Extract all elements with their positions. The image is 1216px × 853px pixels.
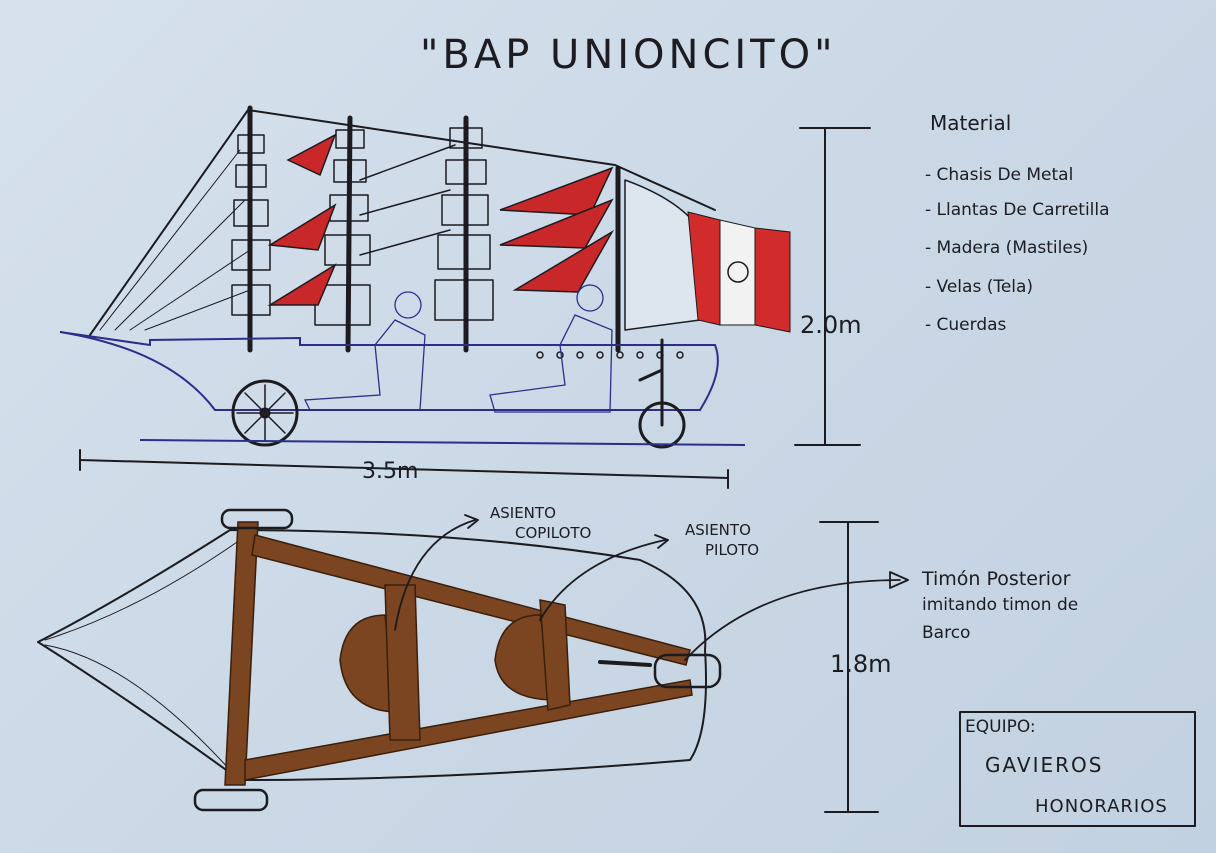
- material-item: - Madera (Mastiles): [925, 238, 1088, 258]
- rudder-label: imitando timon de: [922, 595, 1078, 615]
- length-dimension: 3.5m: [362, 459, 418, 484]
- material-item: - Velas (Tela): [925, 277, 1033, 297]
- material-item: - Cuerdas: [925, 315, 1007, 335]
- dimension-lines: [79, 127, 879, 813]
- pilot-seat-label: PILOTO: [705, 541, 759, 559]
- hull: [59, 331, 719, 411]
- materials-list: Material - Chasis De Metal - Llantas De …: [925, 111, 1110, 335]
- pilot-seat-label: ASIENTO: [685, 521, 751, 539]
- material-item: - Chasis De Metal: [925, 165, 1073, 185]
- rudder-label: Timón Posterior: [921, 568, 1071, 590]
- team-heading: EQUIPO:: [965, 717, 1036, 737]
- wheels: [231, 338, 686, 449]
- material-item: - Llantas De Carretilla: [925, 200, 1110, 220]
- copilot-seat-label: ASIENTO: [490, 504, 556, 522]
- ship-top-view: [37, 508, 722, 812]
- red-sails: [267, 133, 615, 306]
- seated-figures: [303, 284, 613, 413]
- copilot-seat-label: COPILOTO: [515, 524, 591, 542]
- annotation-arrows: [394, 514, 909, 661]
- width-dimension: 1.8m: [830, 650, 892, 678]
- rudder-label: Barco: [922, 623, 970, 643]
- height-dimension: 2.0m: [800, 311, 862, 339]
- top-view-wheels: [193, 508, 722, 812]
- team-name-line1: GAVIEROS: [985, 753, 1103, 777]
- team-name-line2: HONORARIOS: [1035, 796, 1168, 817]
- sketch-title: "BAP UNIONCITO": [420, 32, 836, 78]
- mast-2: [345, 115, 353, 353]
- team-box: EQUIPO: GAVIEROS HONORARIOS: [959, 711, 1196, 827]
- ship-side-view: [59, 105, 791, 449]
- materials-heading: Material: [930, 111, 1011, 135]
- wooden-chassis: [224, 521, 693, 786]
- peru-flag: [687, 211, 791, 333]
